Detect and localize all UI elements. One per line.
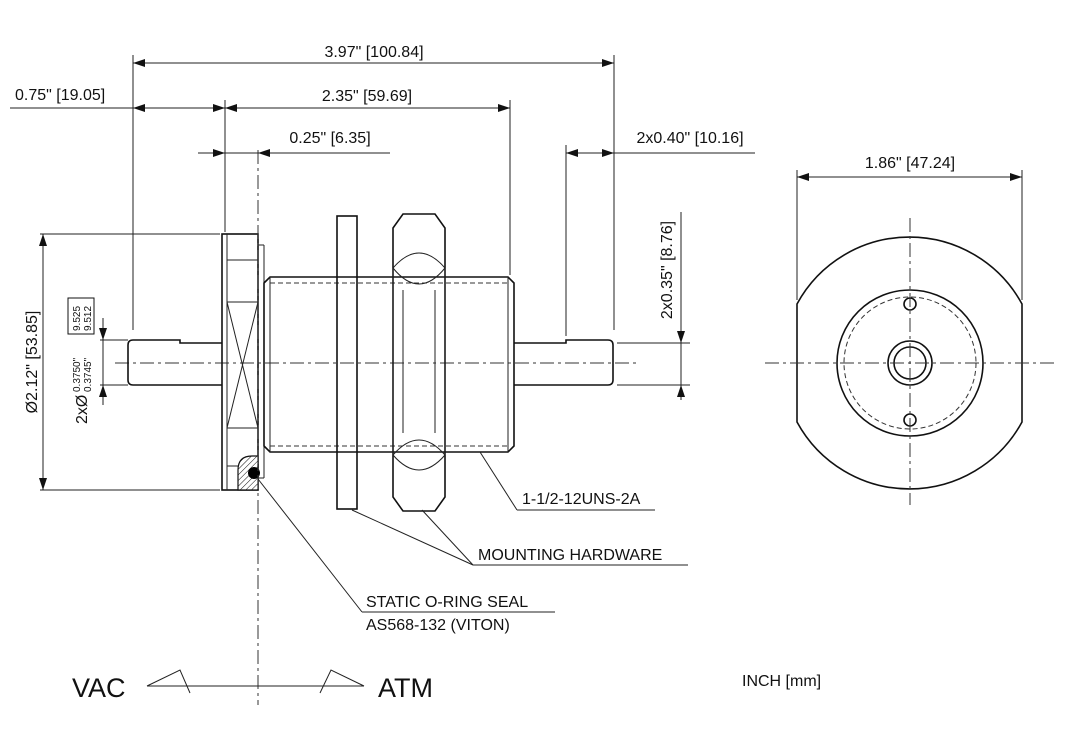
dimensions-side: 3.97" [100.84] 0.75" [19.05] 2.35" [59.6… xyxy=(10,44,755,491)
overall-length-label: 3.97" [100.84] xyxy=(324,44,423,61)
seal-callout-line2: AS568-132 (VITON) xyxy=(366,617,510,634)
pin-diameter-inch-max: 0.3750" xyxy=(72,357,83,392)
body-length-label: 2.35" [59.69] xyxy=(322,88,412,105)
pin-diameter-inch-min: 0.3745" xyxy=(83,357,94,392)
front-diameter-label: 1.86" [47.24] xyxy=(865,155,955,172)
washer xyxy=(336,215,358,510)
units-label: INCH [mm] xyxy=(742,673,821,690)
front-outline xyxy=(796,236,1023,490)
threaded-body xyxy=(263,276,515,453)
overall-diameter-label: Ø2.12" [53.85] xyxy=(24,311,41,414)
pin-diameter-tolerance: 2xØ 0.3750" 0.3745" 9.525 9.512 xyxy=(67,297,95,424)
thread-callout: 1-1/2-12UNS-2A xyxy=(522,491,641,508)
atm-label: ATM xyxy=(378,673,433,703)
vac-atm-indicator: VAC ATM xyxy=(72,669,433,703)
front-view: 1.86" [47.24] xyxy=(765,155,1055,505)
pin-diameter-mm-min: 9.512 xyxy=(83,306,94,331)
right-stub-label: 2x0.40" [10.16] xyxy=(636,130,743,147)
left-stub-label: 0.75" [19.05] xyxy=(15,87,105,104)
side-view xyxy=(115,150,640,705)
vac-label: VAC xyxy=(72,673,126,703)
left-pin xyxy=(127,339,222,386)
seal-callout-line1: STATIC O-RING SEAL xyxy=(366,594,528,611)
right-pin xyxy=(514,339,614,386)
flange-thickness-label: 0.25" [6.35] xyxy=(289,130,370,147)
pin-offset-label: 2x0.35" [8.76] xyxy=(659,221,676,319)
mounting-hardware-callout: MOUNTING HARDWARE xyxy=(478,547,662,564)
pin-diameter-mm-max: 9.525 xyxy=(72,306,83,331)
callouts: 1-1/2-12UNS-2A MOUNTING HARDWARE STATIC … xyxy=(257,451,688,634)
front-bore xyxy=(887,340,933,386)
pin-diameter-prefix: 2xØ xyxy=(74,395,91,424)
o-ring-seal xyxy=(237,455,260,491)
hex-nut xyxy=(392,213,446,512)
